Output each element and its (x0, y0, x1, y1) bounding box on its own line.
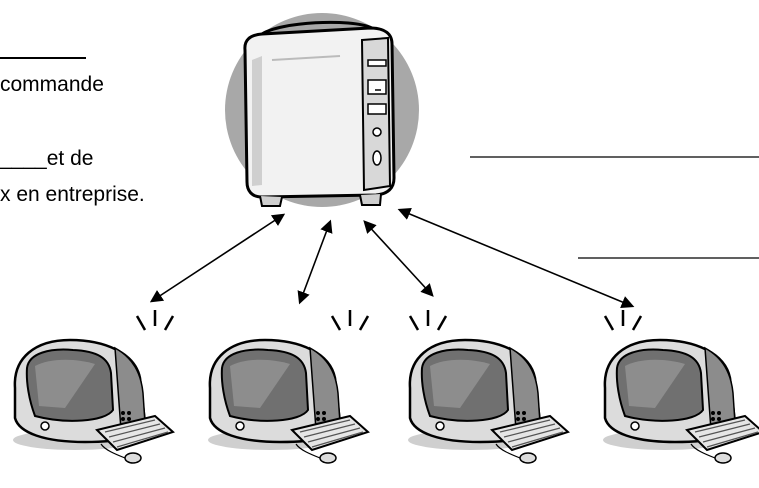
client-computer-1 (11, 308, 175, 465)
server-tower (225, 13, 419, 207)
client-computer-3 (406, 308, 570, 465)
arrow-server-client-1 (149, 213, 286, 303)
arrow-server-client-2 (297, 219, 333, 305)
text-et-de: ____et de (0, 147, 94, 170)
client-computer-4 (601, 308, 759, 465)
arrow-server-client-4 (397, 208, 635, 308)
text-entreprise: x en entreprise. (0, 183, 145, 206)
client-computer-2 (206, 308, 370, 465)
text-commande: commande (0, 73, 104, 96)
arrow-server-client-3 (363, 220, 434, 297)
